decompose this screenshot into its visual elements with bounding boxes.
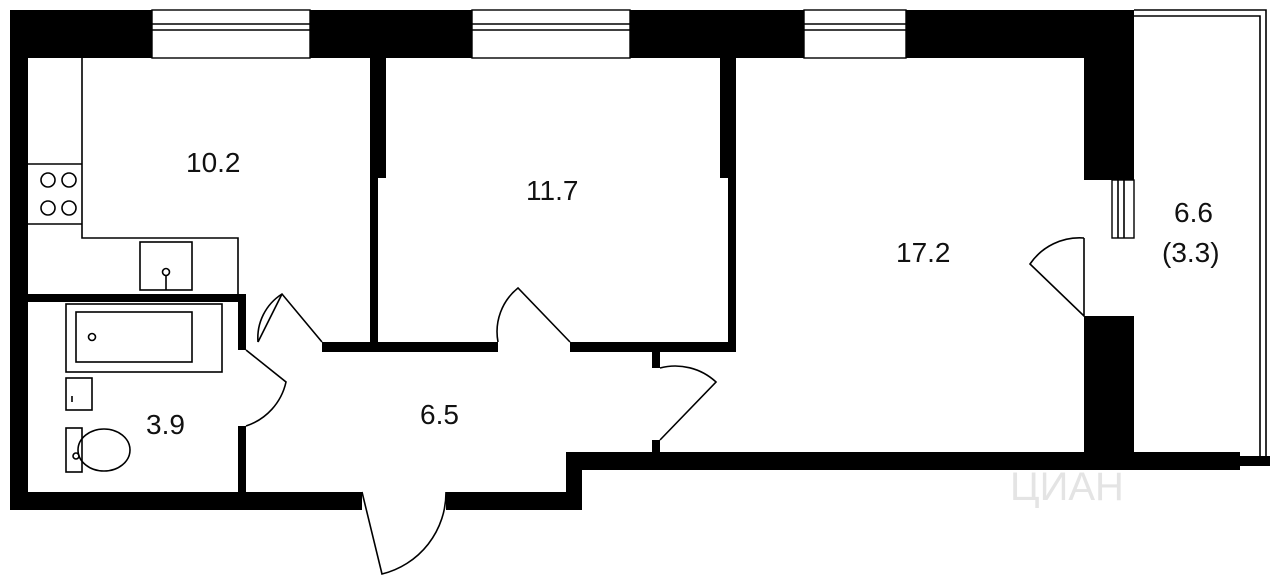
washbasin-icon [65, 377, 93, 411]
kitchen-counter [28, 58, 239, 294]
watermark-text: ЦИАН [1010, 465, 1124, 509]
bathtub-icon [65, 303, 223, 373]
door-kitchen [257, 292, 323, 343]
kitchen-area-label: 10.2 [186, 147, 241, 178]
exterior-walls [10, 10, 1270, 510]
stove-icon [40, 172, 77, 216]
balcony-area-label: 6.6 [1174, 197, 1213, 228]
door-bedroom [496, 286, 571, 343]
toilet-icon [65, 427, 131, 473]
bedroom-area-label: 11.7 [526, 175, 578, 206]
door-living [659, 365, 718, 441]
sink-icon [139, 241, 193, 291]
interior-walls [28, 58, 736, 498]
balcony-reduced-area-label: (3.3) [1162, 237, 1220, 268]
hallway-area-label: 6.5 [420, 399, 459, 430]
window-bedroom [471, 9, 631, 59]
living-area-label: 17.2 [896, 237, 951, 268]
balcony-outline [1134, 9, 1267, 456]
door-balcony [1028, 237, 1085, 318]
window-balcony-door [1111, 179, 1135, 239]
bathroom-area-label: 3.9 [146, 409, 185, 440]
window-kitchen [151, 9, 311, 59]
doors [245, 237, 1085, 575]
windows [151, 9, 1135, 239]
door-entrance [361, 491, 447, 575]
door-bathroom [245, 349, 287, 427]
window-living [803, 9, 907, 59]
